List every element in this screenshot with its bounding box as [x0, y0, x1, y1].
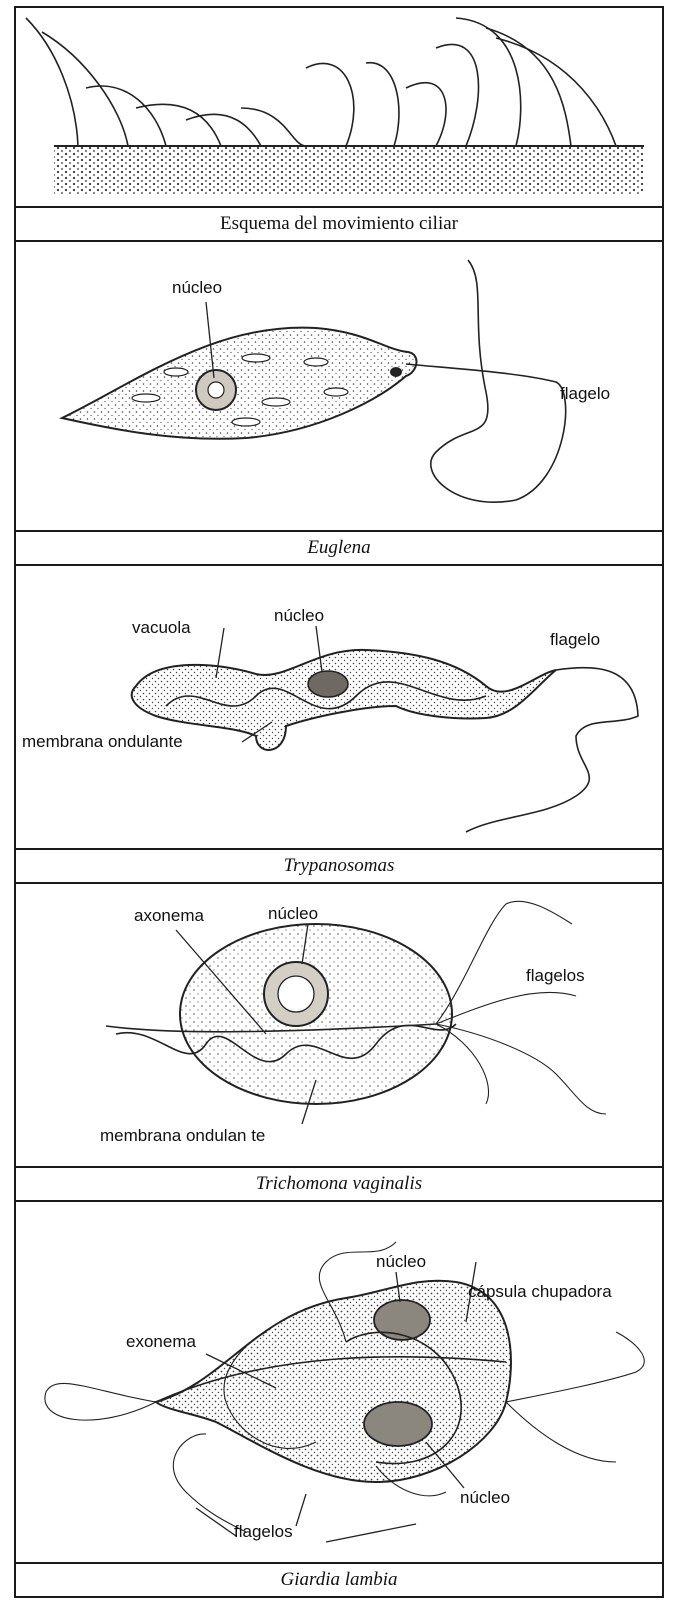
- trypanosoma-panel: vacuola núcleo flagelo membrana ondulant…: [16, 566, 662, 852]
- euglena-panel: núcleo flagelo: [16, 242, 662, 532]
- trichomona-caption: Trichomona vaginalis: [16, 1166, 662, 1202]
- trypanosoma-nucleus-label: núcleo: [274, 606, 324, 626]
- trichomona-flagella-label: flagelos: [526, 966, 585, 986]
- giardia-sucker-label: cápsula chupadora: [468, 1282, 612, 1302]
- trichomona-panel: axonema núcleo flagelos membrana ondulan…: [16, 884, 662, 1170]
- giardia-nucleus-bottom: [364, 1402, 432, 1446]
- trypanosoma-caption: Trypanosomas: [16, 848, 662, 884]
- trypanosoma-vacuole-label: vacuola: [132, 618, 191, 638]
- trypanosoma-membrane-label: membrana ondulante: [22, 732, 183, 752]
- trichomona-axoneme-label: axonema: [134, 906, 204, 926]
- cell-surface: [54, 146, 644, 194]
- euglena-nucleus-label: núcleo: [172, 278, 222, 298]
- cilia-panel: [16, 8, 662, 206]
- giardia-illustration: [16, 1202, 662, 1562]
- giardia-flagella-label: flagelos: [234, 1522, 293, 1542]
- euglena-caption: Euglena: [16, 530, 662, 566]
- giardia-nucleus-top-label: núcleo: [376, 1252, 426, 1272]
- trichomona-membrane-label: membrana ondulan te: [100, 1126, 265, 1146]
- giardia-exoneme-label: exonema: [126, 1332, 196, 1352]
- trypanosoma-nucleus: [308, 671, 348, 697]
- euglena-flagellum-label: flagelo: [560, 384, 610, 404]
- trypanosoma-flagellum-label: flagelo: [550, 630, 600, 650]
- giardia-caption: Giardia lambia: [16, 1562, 662, 1598]
- giardia-nucleus-bottom-label: núcleo: [460, 1488, 510, 1508]
- trypanosoma-illustration: [16, 566, 662, 852]
- giardia-panel: núcleo cápsula chupadora exonema flagelo…: [16, 1202, 662, 1562]
- trichomona-nucleus-label: núcleo: [268, 904, 318, 924]
- cilia-caption: Esquema del movimiento ciliar: [16, 206, 662, 242]
- giardia-nucleus-top: [374, 1300, 430, 1340]
- trypanosoma-body: [132, 650, 556, 750]
- cilia-illustration: [16, 8, 662, 206]
